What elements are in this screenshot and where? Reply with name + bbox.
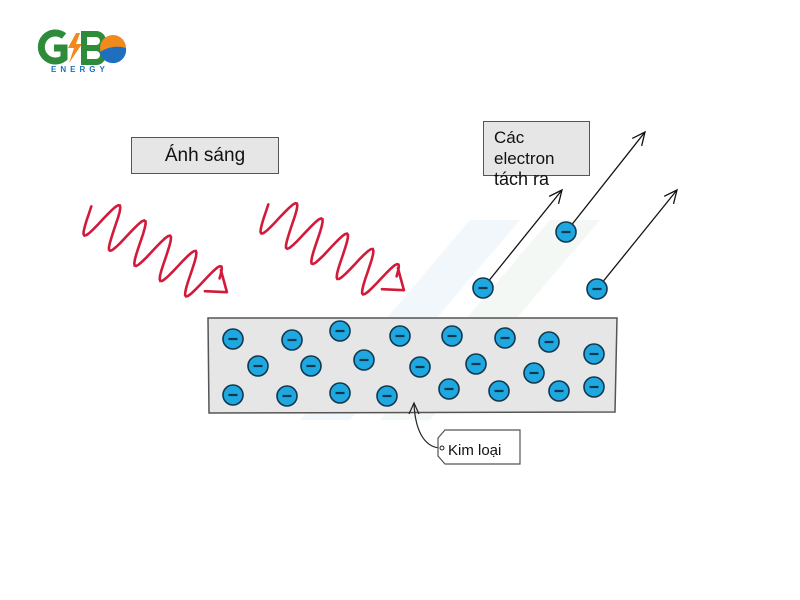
light-label: Ánh sáng [131, 137, 279, 174]
electron [583, 376, 605, 398]
callout-arrowhead [408, 401, 420, 415]
electron [276, 385, 298, 407]
arrowhead-icon [548, 188, 563, 205]
electron [494, 327, 516, 349]
logo-subtitle: ENERGY [51, 65, 109, 74]
electron [281, 329, 303, 351]
light-wave [259, 201, 406, 296]
ejected-electrons [472, 130, 678, 300]
light-wave [82, 203, 229, 298]
electron [247, 355, 269, 377]
electron [586, 278, 608, 300]
electron [488, 380, 510, 402]
electron [222, 328, 244, 350]
electron [438, 378, 460, 400]
metal-tag [437, 429, 521, 465]
metal-label: Kim loại [448, 442, 501, 459]
wave-path [82, 203, 224, 298]
trajectory-arrow [596, 189, 678, 290]
electron [353, 349, 375, 371]
ejected-electron [555, 130, 646, 243]
electron [409, 356, 431, 378]
electron [329, 382, 351, 404]
electron [376, 385, 398, 407]
light-waves [82, 201, 406, 298]
arrowhead-icon [663, 188, 678, 205]
arrowhead-icon [631, 130, 646, 147]
trajectory-arrow [482, 189, 563, 289]
gbo-energy-logo: ENERGY [37, 29, 127, 74]
electron [222, 384, 244, 406]
ejected-label-line2: tách ra [494, 169, 550, 189]
wave-path [259, 201, 401, 296]
electron [329, 320, 351, 342]
callout-arrow [413, 402, 441, 449]
electron [523, 362, 545, 384]
wave-arrowhead-icon [203, 268, 229, 294]
light-label-text: Ánh sáng [164, 145, 246, 166]
logo-letter-b [81, 31, 106, 65]
electron [300, 355, 322, 377]
electron [389, 325, 411, 347]
wave-arrowhead-icon [380, 266, 406, 292]
electron [555, 221, 577, 243]
metal-label-callout: Kim loại [408, 401, 521, 465]
lightning-icon [68, 33, 82, 63]
ejected-electrons-label: Các electron tách ra [483, 121, 590, 189]
trajectory-arrow [565, 131, 646, 233]
logo-letter-g [37, 29, 68, 65]
electron [538, 331, 560, 353]
electron [441, 325, 463, 347]
ejected-electron [472, 188, 563, 299]
electron [465, 353, 487, 375]
electron [583, 343, 605, 365]
electron [548, 380, 570, 402]
ejected-electron [586, 188, 678, 300]
electron [472, 277, 494, 299]
metal-electrons [222, 320, 605, 407]
ejected-label-line1: Các electron [494, 128, 555, 168]
